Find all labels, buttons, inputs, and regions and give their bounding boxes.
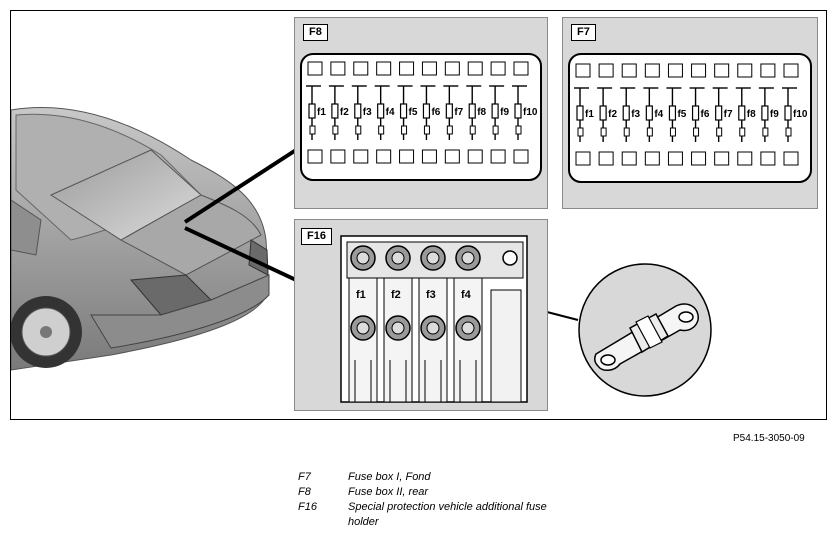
legend: F7 Fuse box I, Fond F8 Fuse box II, rear…	[298, 470, 568, 530]
fuse-f4: f4	[643, 63, 664, 166]
fuse-label: f3	[631, 109, 640, 120]
fuse-box-f8-label: F8	[303, 24, 328, 41]
legend-code: F16	[298, 501, 317, 513]
fuse-f5: f5	[666, 63, 687, 166]
fuse-f4: f4	[453, 245, 483, 403]
fuse-label: f7	[454, 107, 463, 118]
fuse-label: f1	[585, 109, 594, 120]
fuse-label: f10	[523, 107, 538, 118]
fuse-holder-f16-label: F16	[301, 228, 332, 245]
fuse-box-f7-label: F7	[571, 24, 596, 41]
fuse-detail-zoom	[578, 263, 712, 397]
fuse-label: f1	[317, 107, 326, 118]
fuse-f4: f4	[374, 61, 395, 164]
fuse-f1: f1	[574, 63, 594, 166]
fuse-label: f6	[701, 109, 710, 120]
fuse-label: f9	[770, 109, 779, 120]
fuse-label: f2	[391, 289, 401, 301]
fuse-label: f4	[386, 107, 395, 118]
fuse-label: f8	[477, 107, 486, 118]
fuse-f9: f9	[758, 63, 779, 166]
fuse-label: f4	[461, 289, 472, 301]
fuse-f2: f2	[328, 61, 349, 164]
fuse-f1: f1	[306, 61, 326, 164]
fuse-label: f6	[431, 107, 440, 118]
fuse-f3: f3	[418, 245, 448, 403]
fuse-label: f7	[724, 109, 733, 120]
fuse-holder-f16-panel: f1 f2 f3 f4 F16	[294, 219, 548, 411]
fuse-f8: f8	[735, 63, 756, 166]
fuse-label: f10	[793, 109, 808, 120]
fuse-label: f3	[426, 289, 436, 301]
legend-code: F8	[298, 486, 311, 498]
fuse-box-f8-drawing: f1 f2 f3 f4 f5 f6 f7 f8 f9 f10	[300, 53, 542, 181]
legend-desc: Fuse box II, rear	[348, 486, 429, 498]
fuse-label: f3	[363, 107, 372, 118]
legend-row: F16 Special protection vehicle additiona…	[298, 500, 568, 530]
legend-desc: Special protection vehicle additional fu…	[348, 501, 547, 528]
figure-reference-code: P54.15-3050-09	[733, 433, 805, 444]
fuse-label: f5	[677, 109, 686, 120]
fuse-f1: f1	[348, 245, 378, 403]
fuse-f7: f7	[712, 63, 733, 166]
fuse-box-f8-panel: f1 f2 f3 f4 f5 f6 f7 f8 f9 f10 F8	[294, 17, 548, 209]
fuse-f10: f10	[782, 63, 808, 166]
legend-code: F7	[298, 471, 311, 483]
fuse-holder-f16-drawing: f1 f2 f3 f4	[340, 235, 528, 403]
car-illustration	[11, 107, 270, 371]
fuse-label: f5	[409, 107, 418, 118]
fuse-f3: f3	[351, 61, 372, 164]
fuse-label: f2	[340, 107, 349, 118]
fuse-box-f7-panel: f1 f2 f3 f4 f5 f6 f7 f8 f9 f10 F7	[562, 17, 818, 209]
fuse-f3: f3	[620, 63, 641, 166]
fuse-f6: f6	[689, 63, 710, 166]
legend-desc: Fuse box I, Fond	[348, 471, 431, 483]
fuse-f8: f8	[466, 61, 487, 164]
fuse-label: f1	[356, 289, 366, 301]
fuse-box-f7-drawing: f1 f2 f3 f4 f5 f6 f7 f8 f9 f10	[568, 53, 812, 183]
fuse-label: f8	[747, 109, 756, 120]
fuse-label: f4	[654, 109, 663, 120]
fuse-f5: f5	[397, 61, 418, 164]
fuse-f2: f2	[597, 63, 617, 166]
legend-row: F8 Fuse box II, rear	[298, 485, 568, 500]
fuse-f2: f2	[383, 245, 413, 403]
fuse-label: f9	[500, 107, 509, 118]
fuse-label: f2	[608, 109, 617, 120]
fuse-f7: f7	[443, 61, 464, 164]
fuse-f9: f9	[489, 61, 509, 164]
fuse-f10: f10	[512, 61, 538, 164]
legend-row: F7 Fuse box I, Fond	[298, 470, 568, 485]
fuse-f6: f6	[420, 61, 441, 164]
